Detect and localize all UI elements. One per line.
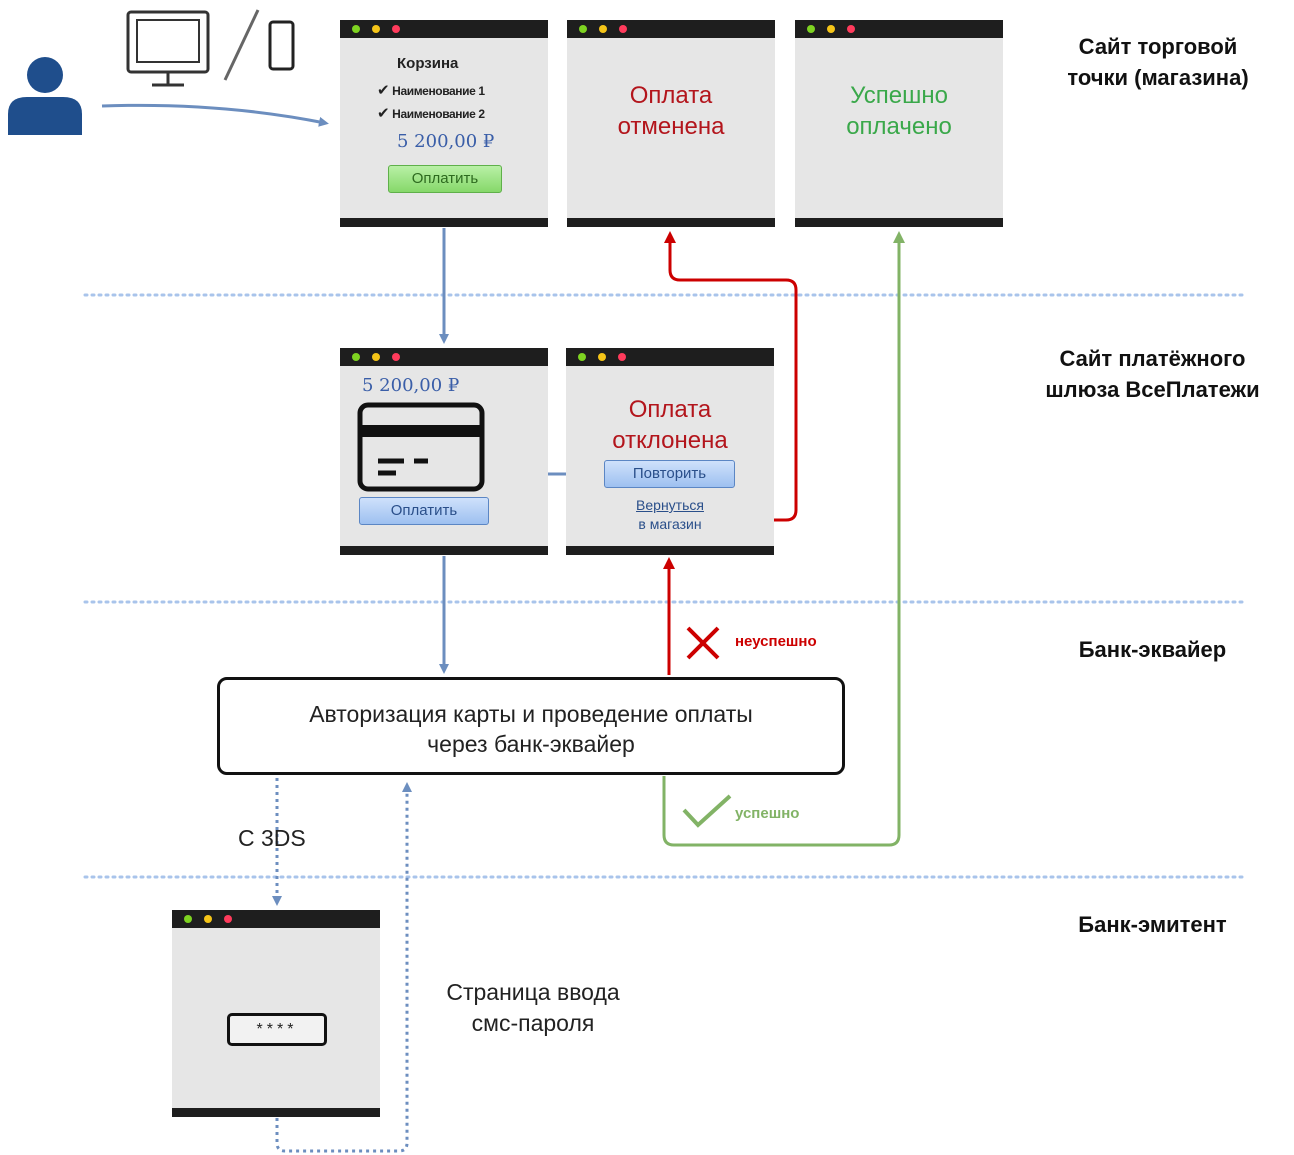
return-to-shop-arrow	[664, 231, 798, 522]
checkmark-icon: ✔	[377, 82, 390, 99]
shop-success-window: Успешно оплачено	[795, 20, 1003, 227]
success-arrow	[662, 231, 905, 847]
cart-item: ✔Наименование 1	[377, 82, 485, 99]
card-icon	[357, 402, 485, 492]
back-to-shop-link-line2[interactable]: в магазин	[638, 516, 702, 532]
cart-item: ✔Наименование 2	[377, 105, 485, 122]
lane-label-shop: Сайт торговой точки (магазина)	[1067, 34, 1249, 90]
acquirer-authorization-box: Авторизация карты и проведение оплаты че…	[217, 677, 845, 775]
window-controls	[578, 353, 638, 361]
issuer-sms-window: ****	[172, 910, 380, 1117]
acquirer-box-line1: Авторизация карты и проведение оплаты	[309, 701, 753, 727]
slash-divider	[223, 9, 260, 81]
success-label: успешно	[735, 805, 800, 822]
window-controls	[579, 25, 639, 33]
checkmark-icon	[682, 794, 732, 828]
gateway-pay-button[interactable]: Оплатить	[359, 497, 489, 525]
window-controls	[184, 915, 244, 923]
cart-title: Корзина	[397, 55, 459, 72]
cross-icon	[686, 626, 720, 660]
shop-cancelled-window: Оплата отменена	[567, 20, 775, 227]
user-to-cart-arrow	[101, 103, 329, 127]
lane-separators	[83, 293, 1247, 879]
checkmark-icon: ✔	[377, 105, 390, 122]
sms-password-field[interactable]: ****	[227, 1013, 327, 1046]
user-icon	[8, 57, 82, 135]
payment-declined-text: Оплата отклонена	[612, 396, 728, 454]
window-controls	[352, 353, 412, 361]
gateway-declined-window: Оплата отклонена Повторить Вернуться в м…	[566, 348, 774, 555]
acquirer-box-line2: через банк-эквайер	[427, 731, 635, 757]
fail-label: неуспешно	[735, 633, 817, 650]
three-ds-label: С 3DS	[238, 825, 306, 851]
shop-pay-button[interactable]: Оплатить	[388, 165, 502, 193]
window-controls	[807, 25, 867, 33]
gateway-price: 5 200,00 ₽	[362, 375, 460, 396]
window-controls	[352, 25, 412, 33]
payment-cancelled-text: Оплата отменена	[617, 82, 725, 140]
back-to-shop-link[interactable]: Вернуться	[636, 497, 704, 513]
lane-label-issuer: Банк-эмитент	[1078, 912, 1227, 937]
lane-label-gateway: Сайт платёжного шлюза ВсеПлатежи	[1045, 346, 1260, 402]
phone-icon	[268, 20, 295, 71]
cart-price: 5 200,00 ₽	[397, 131, 495, 152]
shop-cart-window: Корзина ✔Наименование 1 ✔Наименование 2 …	[340, 20, 548, 227]
retry-button[interactable]: Повторить	[604, 460, 735, 488]
gateway-card-window: 5 200,00 ₽ Оплатить	[340, 348, 548, 555]
monitor-icon	[126, 10, 210, 87]
payment-success-text: Успешно оплачено	[846, 82, 952, 140]
sms-page-label: Страница ввода смс-пароля	[446, 979, 620, 1036]
lane-label-acquirer: Банк-эквайер	[1078, 637, 1227, 662]
3ds-return-arrow	[275, 782, 412, 1153]
